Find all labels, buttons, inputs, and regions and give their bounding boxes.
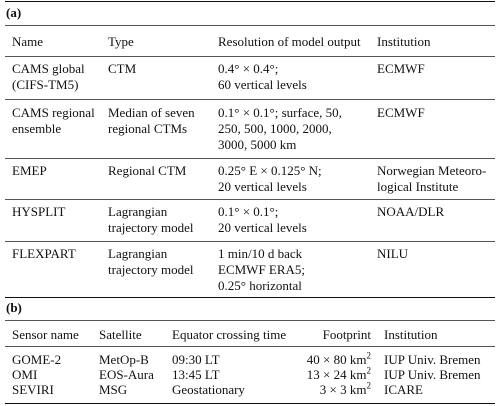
table-b-label: (b): [6, 300, 22, 315]
institution-line: ECMWF: [377, 61, 425, 76]
table-b-header-rule: [5, 346, 495, 347]
table-row-seviri-sensor: SEVIRI: [12, 382, 54, 397]
table-row-gome2-footprint: 40 × 80 km2: [280, 350, 372, 368]
type-line: trajectory model: [108, 262, 194, 277]
institution-line: logical Institute: [377, 179, 459, 194]
resolution-line: 0.1° × 0.1°;: [218, 204, 279, 219]
name-line: CAMS global: [12, 61, 85, 76]
footprint-value: 40 × 80 km: [306, 352, 367, 367]
table-row-flexpart-resolution: 1 min/10 d back ECMWF ERA5; 0.25° horizo…: [218, 246, 305, 294]
resolution-line: 60 vertical levels: [218, 77, 307, 92]
footprint-exponent: 2: [366, 350, 372, 361]
table-b-header-satellite: Satellite: [99, 327, 142, 342]
table-a-row-rule: [5, 158, 495, 159]
type-line: Lagrangian: [108, 204, 168, 219]
name-line: ensemble: [12, 121, 62, 136]
type-line: CTM: [108, 61, 137, 76]
table-row-cams-regional-name: CAMS regional ensemble: [12, 105, 95, 137]
resolution-line: 1 min/10 d back: [218, 246, 303, 261]
table-a-row-rule: [5, 241, 495, 242]
institution-line: NILU: [377, 246, 409, 261]
table-row-seviri-institution: ICARE: [384, 382, 423, 397]
institution-line: Norwegian Meteoro-: [377, 163, 487, 178]
table-row-hysplit-type: Lagrangian trajectory model: [108, 204, 194, 236]
table-a-label: (a): [6, 5, 22, 20]
name-line: FLEXPART: [12, 246, 76, 261]
table-a-header-name: Name: [12, 34, 44, 49]
resolution-line: 0.4° × 0.4°;: [218, 61, 279, 76]
table-row-gome2-institution: IUP Univ. Bremen: [384, 352, 481, 367]
table-a-header-rule: [5, 56, 495, 57]
type-line: trajectory model: [108, 220, 194, 235]
table-row-cams-regional-resolution: 0.1° × 0.1°; surface, 50, 250, 500, 1000…: [218, 105, 342, 153]
type-line: regional CTMs: [108, 121, 188, 136]
table-row-cams-global-type: CTM: [108, 61, 136, 77]
table-row-flexpart-name: FLEXPART: [12, 246, 76, 262]
table-a-header-institution: Institution: [377, 34, 431, 49]
footprint-exponent: 2: [366, 380, 372, 391]
table-row-emep-resolution: 0.25° E × 0.125° N; 20 vertical levels: [218, 163, 322, 195]
footprint-value: 3 × 3 km: [319, 382, 367, 397]
table-row-omi-satellite: EOS-Aura: [99, 367, 154, 382]
resolution-line: ECMWF ERA5;: [218, 262, 306, 277]
table-a-row-rule: [5, 99, 495, 100]
type-line: Median of seven: [108, 105, 195, 120]
table-row-emep-type: Regional CTM: [108, 163, 186, 179]
resolution-line: 0.25° horizontal: [218, 278, 302, 293]
table-row-cams-global-institution: ECMWF: [377, 61, 425, 77]
resolution-line: 0.1° × 0.1°; surface, 50,: [218, 105, 342, 120]
table-row-cams-global-name: CAMS global (CIFS-TM5): [12, 61, 85, 93]
name-line: EMEP: [12, 163, 47, 178]
table-row-hysplit-resolution: 0.1° × 0.1°; 20 vertical levels: [218, 204, 307, 236]
table-row-emep-institution: Norwegian Meteoro- logical Institute: [377, 163, 486, 195]
table-b-bottom-rule: [5, 403, 495, 404]
table-row-emep-name: EMEP: [12, 163, 47, 179]
resolution-line: 3000, 5000 km: [218, 137, 297, 152]
table-b-label-rule: [5, 320, 495, 321]
name-line: CAMS regional: [12, 105, 95, 120]
table-b-header-footprint: Footprint: [322, 327, 371, 342]
table-row-hysplit-name: HYSPLIT: [12, 204, 65, 220]
table-a-bottom-rule: [5, 297, 495, 298]
table-row-flexpart-institution: NILU: [377, 246, 408, 262]
table-row-gome2-satellite: MetOp-B: [99, 352, 149, 367]
table-row-seviri-time: Geostationary: [172, 382, 245, 397]
table-row-seviri-footprint: 3 × 3 km2: [280, 380, 372, 398]
resolution-line: 20 vertical levels: [218, 179, 307, 194]
table-row-cams-regional-type: Median of seven regional CTMs: [108, 105, 195, 137]
table-a-label-rule: [5, 25, 495, 26]
table-row-flexpart-type: Lagrangian trajectory model: [108, 246, 194, 278]
table-row-omi-institution: IUP Univ. Bremen: [384, 367, 481, 382]
table-row-gome2-sensor: GOME-2: [12, 352, 62, 367]
table-a-header-resolution: Resolution of model output: [218, 34, 361, 49]
resolution-line: 0.25° E × 0.125° N;: [218, 163, 322, 178]
name-line: HYSPLIT: [12, 204, 66, 219]
table-row-cams-global-resolution: 0.4° × 0.4°; 60 vertical levels: [218, 61, 307, 93]
table-row-cams-regional-institution: ECMWF: [377, 105, 425, 121]
name-line: (CIFS-TM5): [12, 77, 79, 92]
footprint-value: 13 × 24 km: [306, 367, 367, 382]
institution-line: NOAA/DLR: [377, 204, 445, 219]
type-line: Lagrangian: [108, 246, 168, 261]
table-row-omi-footprint: 13 × 24 km2: [280, 365, 372, 383]
footprint-exponent: 2: [366, 365, 372, 376]
table-row-omi-sensor: OMI: [12, 367, 38, 382]
institution-line: ECMWF: [377, 105, 425, 120]
table-row-hysplit-institution: NOAA/DLR: [377, 204, 444, 220]
table-row-gome2-time: 09:30 LT: [172, 352, 220, 367]
table-b-header-crossing-time: Equator crossing time: [172, 327, 287, 342]
resolution-line: 250, 500, 1000, 2000,: [218, 121, 332, 136]
table-a-top-rule: [5, 1, 495, 2]
table-b-header-sensor: Sensor name: [12, 327, 79, 342]
table-a-header-type: Type: [108, 34, 134, 49]
table-b-header-institution: Institution: [384, 327, 438, 342]
resolution-line: 20 vertical levels: [218, 220, 307, 235]
table-a-row-rule: [5, 199, 495, 200]
table-row-omi-time: 13:45 LT: [172, 367, 220, 382]
table-row-seviri-satellite: MSG: [99, 382, 128, 397]
type-line: Regional CTM: [108, 163, 187, 178]
